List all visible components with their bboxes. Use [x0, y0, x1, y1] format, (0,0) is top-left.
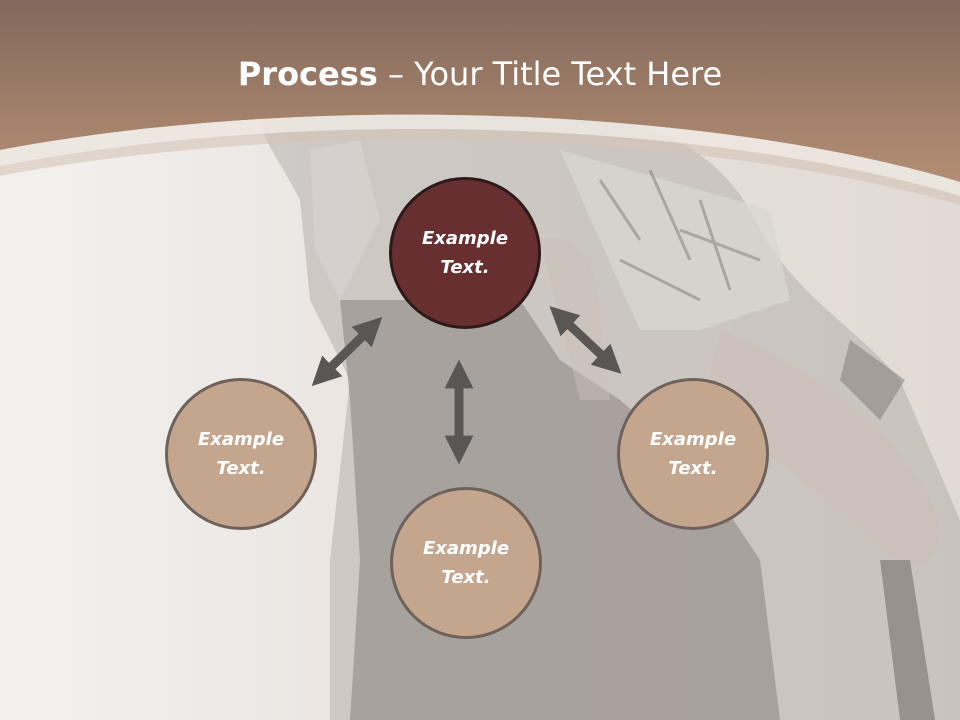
node-bottom-label: Example Text.	[422, 538, 510, 588]
arrow-top-left	[311, 316, 383, 387]
node-bottom: Example Text.	[390, 487, 542, 639]
title-bold: Process	[237, 55, 378, 93]
node-left: Example Text.	[165, 378, 317, 530]
arrow-top-right	[549, 306, 622, 374]
node-right-label: Example Text.	[649, 429, 737, 479]
node-top-label: Example Text.	[421, 228, 509, 278]
node-top: Example Text.	[389, 177, 541, 329]
page-title: Process – Your Title Text Here	[0, 52, 960, 96]
node-left-label: Example Text.	[197, 429, 285, 479]
node-right: Example Text.	[617, 378, 769, 530]
title-rest: – Your Title Text Here	[377, 55, 723, 93]
